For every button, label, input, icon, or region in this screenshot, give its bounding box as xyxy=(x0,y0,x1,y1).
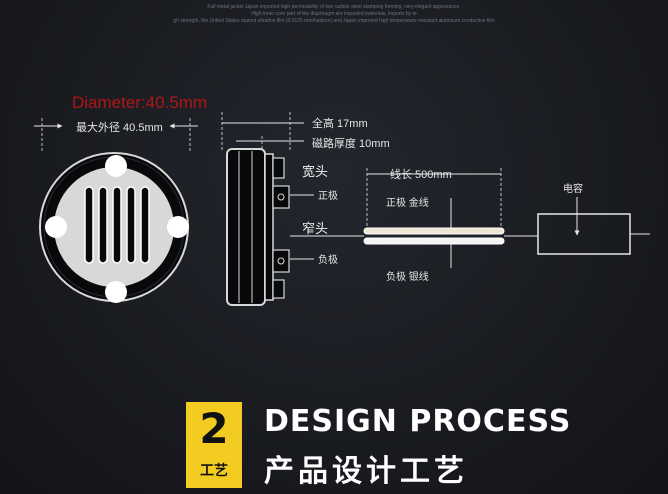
mount-hole-bottom xyxy=(105,281,127,303)
capacitor: 电容 xyxy=(537,182,650,255)
section-title-chinese: 产品设计工艺 xyxy=(264,454,468,489)
wide-head-label: 宽头 xyxy=(302,164,328,179)
front-view: Diameter:40.5mm 最大外径 40.5mm xyxy=(34,93,207,303)
top-note-line-1: Full metal jacket Japan imported high pe… xyxy=(207,4,461,10)
magnet-thickness-label: 磁路厚度 10mm xyxy=(312,136,390,150)
top-note-line-3: gh strength, the United States dupont ul… xyxy=(173,18,495,24)
magnet-cup xyxy=(264,153,274,301)
outer-diameter-label: 最大外径 40.5mm xyxy=(76,120,163,134)
positive-wire-label: 正极 金线 xyxy=(386,196,429,209)
negative-wire-label: 负极 银线 xyxy=(386,270,429,283)
speaker-body xyxy=(226,148,266,306)
negative-pole-label: 负极 xyxy=(318,253,338,266)
mount-hole-left xyxy=(45,216,67,238)
section-number-badge: 2 工艺 xyxy=(186,402,242,488)
wire-assembly: 线长 500mm 正极 金线 负极 银线 xyxy=(363,167,538,283)
negative-terminal xyxy=(272,249,290,273)
section-number: 2 xyxy=(199,404,229,453)
section-subtitle: 工艺 xyxy=(200,463,228,479)
side-view: 全高 17mm 磁路厚度 10mm 宽头 正极 窄头 负极 xyxy=(221,112,390,306)
section-title-english: DESIGN PROCESS xyxy=(264,404,572,439)
positive-terminal xyxy=(272,185,290,209)
capacitor-box xyxy=(537,213,631,255)
gold-wire xyxy=(363,227,505,235)
capacitor-label: 电容 xyxy=(563,182,583,195)
total-height-label: 全高 17mm xyxy=(312,116,368,130)
grille-slots xyxy=(84,186,150,264)
silver-wire xyxy=(363,237,505,245)
diameter-label: Diameter:40.5mm xyxy=(72,93,207,112)
mount-hole-top xyxy=(105,155,127,177)
top-note-line-2: High inner core part of the diaphragm ar… xyxy=(251,11,417,17)
tweeter-diagram: Diameter:40.5mm 最大外径 40.5mm xyxy=(34,93,650,306)
positive-pole-label: 正极 xyxy=(318,189,338,202)
narrow-head-label: 窄头 xyxy=(302,221,328,236)
wire-length-label: 线长 500mm xyxy=(390,167,452,181)
mount-hole-right xyxy=(167,216,189,238)
